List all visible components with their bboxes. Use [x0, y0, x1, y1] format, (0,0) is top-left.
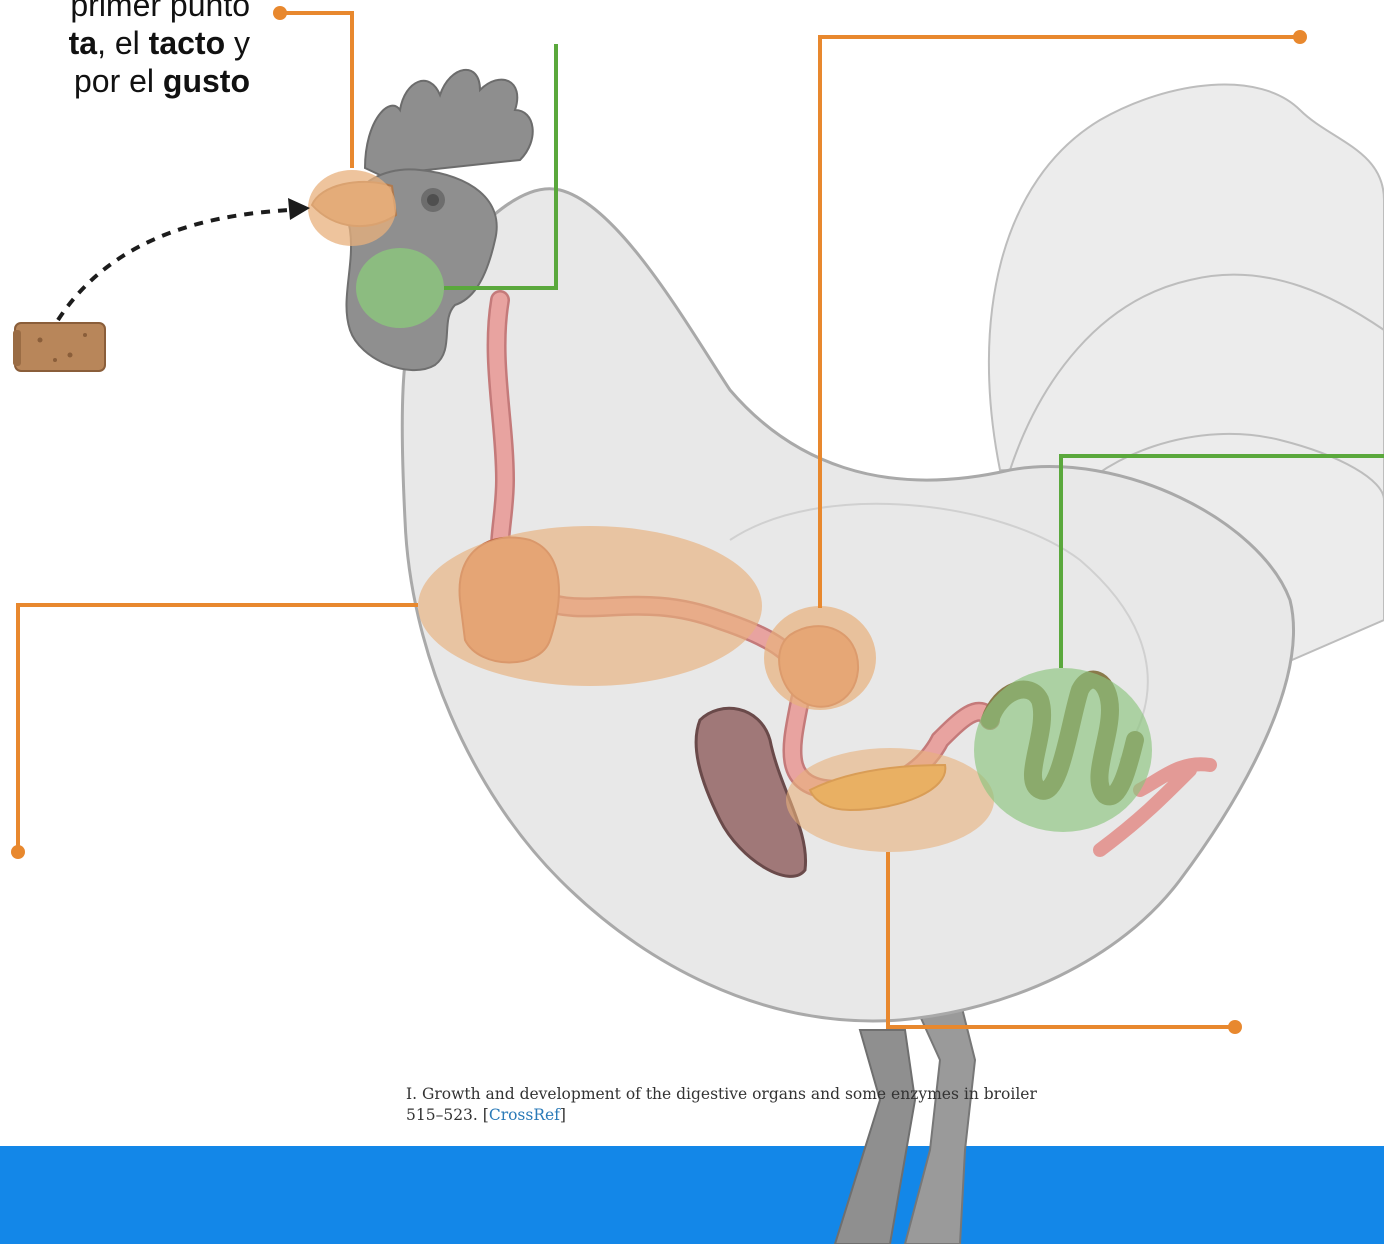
crossref-link[interactable]: CrossRef	[489, 1106, 560, 1124]
feed-pellet	[13, 323, 105, 371]
beak-callout-dot	[273, 6, 287, 20]
intro-bold-tacto: tacto	[149, 25, 225, 61]
citation-bracket: ]	[560, 1106, 566, 1124]
feed-arrow	[58, 210, 290, 320]
citation-pages: 515–523. [	[406, 1106, 489, 1124]
gizzard-highlight	[764, 606, 876, 710]
intro-line-2: ta, el tacto y	[0, 24, 250, 62]
throat-highlight	[356, 248, 444, 328]
intro-text-y: y	[225, 25, 250, 61]
feed-arrowhead	[288, 198, 310, 220]
intro-line-1: primer punto	[0, 0, 250, 24]
beak-callout-line	[280, 13, 352, 168]
citation-line-1: I. Growth and development of the digesti…	[406, 1084, 1037, 1105]
citation-line-2: 515–523. [CrossRef]	[406, 1105, 1037, 1126]
pancreas-highlight	[786, 748, 994, 852]
reference-citation: I. Growth and development of the digesti…	[406, 1084, 1037, 1126]
intestine-highlight	[974, 668, 1152, 832]
gizzard-callout-dot	[1293, 30, 1307, 44]
intro-text: primer punto ta, el tacto y por el gusto	[0, 0, 250, 100]
crop-callout-line	[18, 605, 418, 852]
intro-bold-ta: ta	[69, 25, 97, 61]
crop-highlight	[418, 526, 762, 686]
pancreas-callout-dot	[1228, 1020, 1242, 1034]
intro-text-por-el: por el	[74, 63, 163, 99]
crop-callout-dot	[11, 845, 25, 859]
intro-line-3: por el gusto	[0, 62, 250, 100]
intro-text-el: , el	[97, 25, 149, 61]
beak-highlight	[308, 170, 396, 246]
intro-bold-gusto: gusto	[163, 63, 250, 99]
